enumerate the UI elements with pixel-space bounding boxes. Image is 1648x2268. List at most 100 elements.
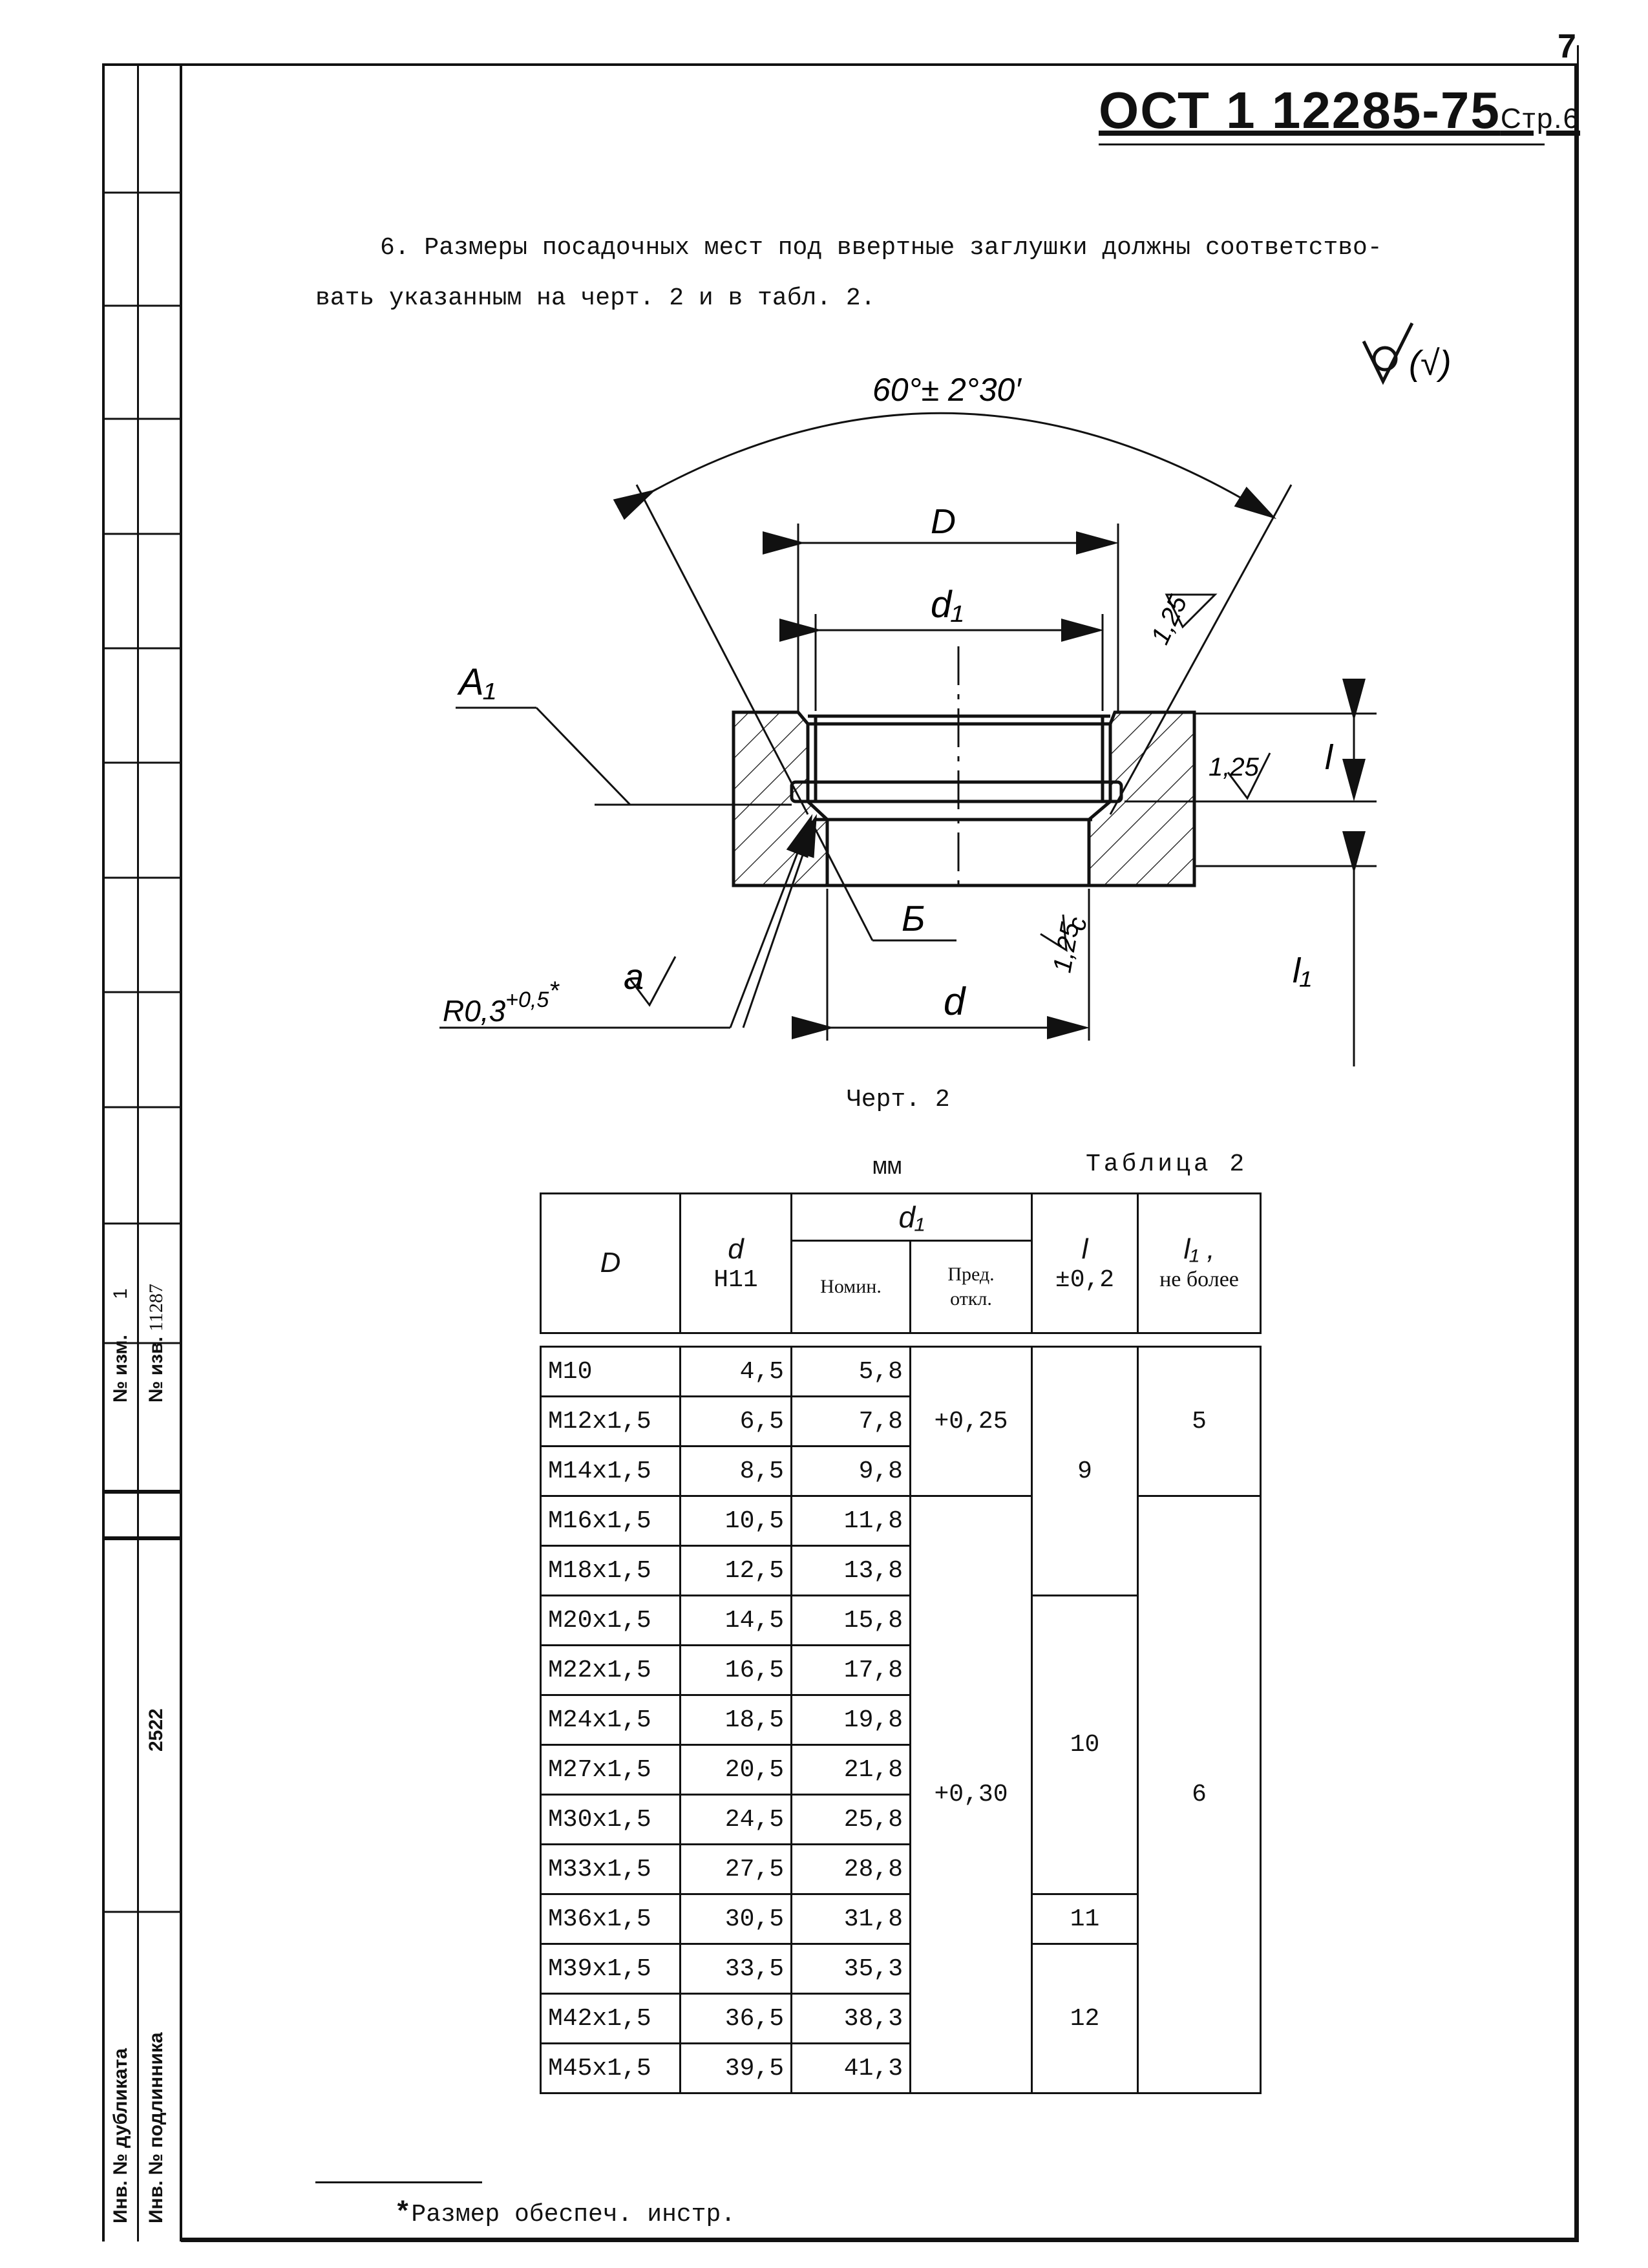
header-underline xyxy=(1099,143,1545,145)
label-radius-base: R0,3 xyxy=(443,994,506,1028)
cell-D: M36x1,5 xyxy=(540,1893,681,1945)
cell-d: 12,5 xyxy=(679,1545,792,1596)
header-l1-text: l₁ , xyxy=(1183,1233,1215,1265)
paragraph-line-1: 6. Размеры посадочных мест под ввертные … xyxy=(380,234,1382,262)
cell-d1-nom: 25,8 xyxy=(790,1794,911,1845)
cell-D: M45x1,5 xyxy=(540,2042,681,2094)
angle-label: 60°± 2°30′ xyxy=(872,372,1022,408)
header-D: D xyxy=(540,1192,681,1334)
frame-left-inner xyxy=(180,63,182,2242)
technical-drawing: 60°± 2°30′ D d₁ d l l₁ A₁ Б xyxy=(439,322,1452,1066)
cell-d1-nom: 5,8 xyxy=(790,1346,911,1397)
frame-left-mid xyxy=(137,63,139,2242)
cell-d1-nom: 41,3 xyxy=(790,2042,911,2094)
footnote-text: Размер обеспеч. инстр. xyxy=(411,2201,736,2229)
cell-D: M42x1,5 xyxy=(540,1993,681,2044)
cell-l: 11 xyxy=(1031,1893,1139,1945)
stamp-izm-label: № изм. xyxy=(110,1335,131,1403)
frame-right xyxy=(1574,63,1579,2242)
cell-d: 14,5 xyxy=(679,1595,792,1646)
cell-d: 39,5 xyxy=(679,2042,792,2094)
cell-D: M12x1,5 xyxy=(540,1395,681,1447)
body-right-hatched xyxy=(1087,710,1196,887)
cell-d1-nom: 31,8 xyxy=(790,1893,911,1945)
cell-d1-nom: 35,3 xyxy=(790,1943,911,1995)
roughness-1: 1,25 xyxy=(1146,591,1193,649)
cell-d: 6,5 xyxy=(679,1395,792,1447)
cell-d: 10,5 xyxy=(679,1495,792,1547)
header-l-text: l xyxy=(1081,1233,1088,1265)
cell-d1-nom: 11,8 xyxy=(790,1495,911,1547)
cell-d: 30,5 xyxy=(679,1893,792,1945)
cell-d: 36,5 xyxy=(679,1993,792,2044)
header-D-text: D xyxy=(600,1247,621,1278)
document-code: ОСТ 1 12285-75Стр.6 xyxy=(1099,81,1580,140)
cell-D: M27x1,5 xyxy=(540,1744,681,1796)
cell-d1-nom: 7,8 xyxy=(790,1395,911,1447)
stamp-dup-label: Инв. № дубликата xyxy=(110,2048,131,2223)
footnote-rule xyxy=(315,2181,482,2183)
header-d1: d₁ xyxy=(790,1192,1033,1242)
label-l: l xyxy=(1325,738,1334,777)
header-d1-dev-1: Пред. xyxy=(947,1264,995,1285)
cell-D: M20x1,5 xyxy=(540,1595,681,1646)
cell-l: 10 xyxy=(1031,1595,1139,1895)
footnote-star: * xyxy=(394,2198,412,2230)
body-left-hatched xyxy=(732,710,829,887)
label-A1: A₁ xyxy=(457,661,496,703)
roughness-2: 1,25 xyxy=(1209,753,1260,781)
cell-D: M33x1,5 xyxy=(540,1843,681,1895)
page-number: 7 xyxy=(1558,28,1576,65)
side-stamp-grid xyxy=(102,191,182,1913)
header-l1: l₁ ,не более xyxy=(1137,1192,1262,1334)
cell-d1-nom: 19,8 xyxy=(790,1694,911,1746)
header-d1-dev-2: откл. xyxy=(950,1288,992,1309)
stamp-izv-label: № изв. xyxy=(145,1337,167,1403)
label-a: a xyxy=(624,956,644,997)
label-d: d xyxy=(944,980,966,1023)
header-d-text: d xyxy=(728,1233,744,1265)
frame-bottom xyxy=(181,2238,1579,2242)
stamp-izm-value: 1 xyxy=(110,1288,131,1299)
stamp-orig-value: 2522 xyxy=(145,1708,167,1752)
header-d1-nom: Номин. xyxy=(790,1240,911,1334)
table-unit: мм xyxy=(872,1154,902,1182)
label-l1: l₁ xyxy=(1293,951,1311,990)
drawing-caption: Черт. 2 xyxy=(847,1086,950,1114)
cell-d: 8,5 xyxy=(679,1445,792,1497)
footnote: *Размер обеспеч. инстр. xyxy=(394,2198,735,2230)
label-B: Б xyxy=(902,898,925,938)
cell-d1-nom: 9,8 xyxy=(790,1445,911,1497)
header-l-tol: ±0,2 xyxy=(1055,1266,1115,1294)
cell-d: 16,5 xyxy=(679,1644,792,1696)
cell-D: M10 xyxy=(540,1346,681,1397)
cell-D: M22x1,5 xyxy=(540,1644,681,1696)
cell-d: 24,5 xyxy=(679,1794,792,1845)
cell-D: M14x1,5 xyxy=(540,1445,681,1497)
cell-D: M16x1,5 xyxy=(540,1495,681,1547)
page-label: Стр.6 xyxy=(1500,103,1580,134)
header-l1-note: не более xyxy=(1159,1267,1239,1291)
document-code-text: ОСТ 1 12285-75 xyxy=(1099,81,1501,139)
stamp-izv-value: 11287 xyxy=(145,1284,167,1331)
cell-d: 27,5 xyxy=(679,1843,792,1895)
corner-mark xyxy=(1577,45,1579,65)
cell-d1-nom: 21,8 xyxy=(790,1744,911,1796)
cell-D: M18x1,5 xyxy=(540,1545,681,1596)
label-D: D xyxy=(931,502,956,541)
stamp-orig-label: Инв. № подлинника xyxy=(145,2032,167,2223)
cell-d1-nom: 28,8 xyxy=(790,1843,911,1895)
cell-l1: 5 xyxy=(1137,1346,1262,1497)
label-radius: R0,3+0,5* xyxy=(443,977,560,1028)
